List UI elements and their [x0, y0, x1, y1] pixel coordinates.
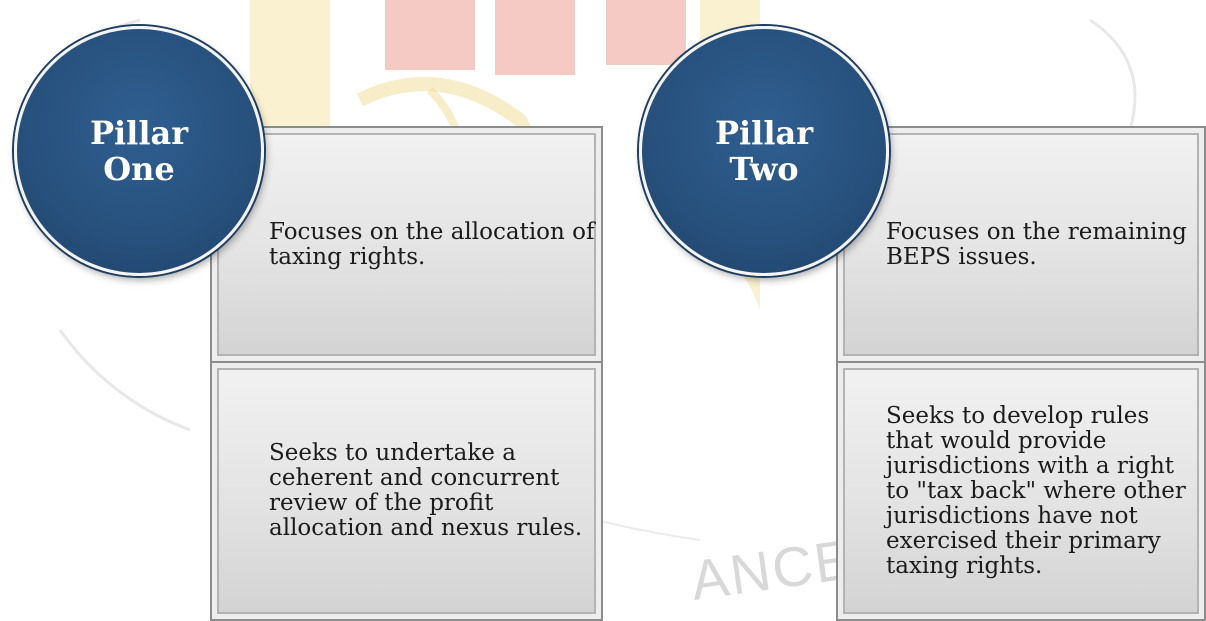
pillar-two-detail: Seeks to develop rules that would provid…: [886, 402, 1186, 579]
pillar-two-description: Focuses on the remaining BEPS issues.: [886, 218, 1187, 270]
pillar-one-title: Pillar One: [89, 114, 189, 188]
pillar-one-detail: Seeks to undertake a ceherent and concur…: [269, 440, 583, 541]
pillar-one-circle: Pillar One: [14, 26, 264, 276]
pillar-one-description: Focuses on the allocation of taxing righ…: [269, 218, 595, 270]
pillar-two-group: Focuses on the remaining BEPS issues. Se…: [603, 0, 1206, 621]
pillar-one-detail-box: Seeks to undertake a ceherent and concur…: [210, 361, 603, 621]
pillar-one-description-box: Focuses on the allocation of taxing righ…: [210, 126, 603, 363]
pillar-one-group: Focuses on the allocation of taxing righ…: [0, 0, 603, 621]
pillar-two-description-box: Focuses on the remaining BEPS issues.: [836, 126, 1206, 363]
pillar-two-circle: Pillar Two: [639, 26, 889, 276]
pillar-two-detail-box: Seeks to develop rules that would provid…: [836, 361, 1206, 621]
pillar-two-title: Pillar Two: [714, 114, 814, 188]
